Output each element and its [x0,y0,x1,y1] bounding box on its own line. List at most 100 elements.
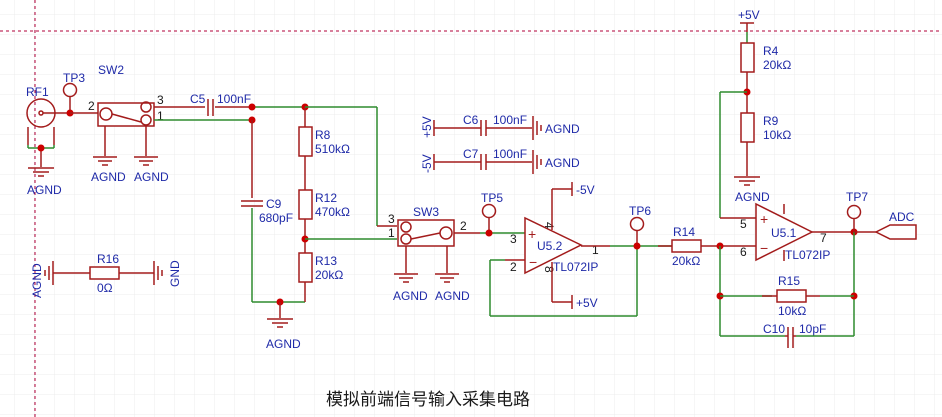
svg-text:10pF: 10pF [799,322,826,336]
svg-text:+5V: +5V [738,8,760,22]
svg-text:TP7: TP7 [846,190,868,204]
svg-text:20kΩ: 20kΩ [315,268,343,282]
agnd-symbol-rf1: AGND [27,167,62,197]
svg-text:-5V: -5V [576,183,595,197]
svg-text:AGND: AGND [91,170,126,184]
svg-text:20kΩ: 20kΩ [672,254,700,268]
r8-resistor[interactable]: R8 510kΩ [298,126,350,157]
svg-text:TP5: TP5 [481,191,503,205]
r4-resistor[interactable]: R4 20kΩ [740,42,791,73]
svg-text:R13: R13 [315,254,337,268]
svg-text:5: 5 [740,217,747,231]
svg-text:R12: R12 [315,191,337,205]
svg-text:+5V: +5V [576,296,598,310]
svg-text:AGND: AGND [27,183,62,197]
svg-text:100nF: 100nF [493,147,527,161]
c5-capacitor[interactable]: C5 100nF [190,92,251,116]
svg-text:AGND: AGND [545,122,580,136]
sw2-switch[interactable]: SW2 2 3 1 [88,63,164,156]
svg-text:U5.1: U5.1 [771,226,797,240]
sw3-switch[interactable]: SW3 3 1 2 [388,205,467,273]
svg-text:2: 2 [510,260,517,274]
svg-text:AGND: AGND [545,156,580,170]
svg-text:SW3: SW3 [413,205,439,219]
svg-text:3: 3 [388,212,395,226]
adc-net-port[interactable]: ADC [854,210,917,240]
svg-text:−: − [760,240,768,256]
rf1-label: RF1 [26,85,49,99]
c6-decoupling[interactable]: +5V C6 100nF AGND [420,113,580,140]
svg-text:ADC: ADC [889,210,915,224]
svg-text:+: + [528,226,536,242]
svg-text:TL072IP: TL072IP [785,248,830,262]
svg-text:C5: C5 [190,92,206,106]
svg-text:2: 2 [460,219,467,233]
r16-agnd-gnd-tie[interactable]: AGND GND R16 0Ω [30,252,182,298]
r14-resistor[interactable]: R14 20kΩ [658,225,715,268]
svg-text:−: − [529,254,537,270]
tp7-testpoint[interactable]: TP7 [846,190,868,232]
svg-text:C7: C7 [463,147,479,161]
svg-text:+: + [760,211,768,227]
agnd-symbol-sw2-a: AGND [91,156,126,184]
c9-capacitor[interactable]: C9 680pF [241,197,293,225]
svg-text:R15: R15 [778,274,800,288]
tp3-testpoint[interactable]: TP3 [62,71,85,117]
svg-text:C9: C9 [266,197,282,211]
svg-text:100nF: 100nF [217,92,251,106]
svg-text:0Ω: 0Ω [97,281,113,295]
u51-opamp[interactable]: + − U5.1 TL072IP 5 6 7 [740,202,830,262]
svg-text:R16: R16 [97,252,119,266]
agnd-symbol-sw3-a: AGND [393,273,428,303]
agnd-symbol-sw2-b: AGND [134,156,169,184]
r15-resistor[interactable]: R15 10kΩ [762,274,820,318]
svg-text:20kΩ: 20kΩ [763,58,791,72]
svg-text:R8: R8 [315,128,331,142]
svg-text:AGND: AGND [30,263,44,298]
c7-decoupling[interactable]: -5V C7 100nF AGND [420,147,580,174]
svg-text:TL072IP: TL072IP [553,260,598,274]
agnd-symbol-c9: AGND [266,318,301,351]
svg-text:3: 3 [510,232,517,246]
svg-text:AGND: AGND [393,289,428,303]
svg-text:1: 1 [157,109,164,123]
svg-text:R9: R9 [763,114,779,128]
svg-text:+5V: +5V [420,116,434,138]
svg-text:GND: GND [168,260,182,287]
schematic-title: 模拟前端信号输入采集电路 [326,390,530,410]
svg-text:6: 6 [740,245,747,259]
svg-text:680pF: 680pF [259,211,293,225]
svg-text:100nF: 100nF [493,113,527,127]
svg-text:AGND: AGND [735,190,770,204]
svg-text:R4: R4 [763,44,779,58]
svg-text:10kΩ: 10kΩ [763,128,791,142]
svg-text:1: 1 [388,226,395,240]
r13-resistor[interactable]: R13 20kΩ [298,252,343,283]
r9-resistor[interactable]: R9 10kΩ [740,112,791,143]
tp6-testpoint[interactable]: TP6 [629,204,651,250]
svg-text:3: 3 [157,93,164,107]
svg-text:AGND: AGND [134,170,169,184]
svg-text:TP3: TP3 [63,71,85,85]
svg-text:C6: C6 [463,113,479,127]
r12-resistor[interactable]: R12 470kΩ [298,189,350,220]
agnd-symbol-r9: AGND [734,176,770,204]
svg-text:510kΩ: 510kΩ [315,142,350,156]
svg-text:7: 7 [820,231,827,245]
svg-text:470kΩ: 470kΩ [315,205,350,219]
svg-text:-5V: -5V [420,154,434,173]
svg-text:AGND: AGND [435,289,470,303]
rf1-connector[interactable]: RF1 [26,85,70,167]
svg-text:SW2: SW2 [98,63,124,77]
c10-capacitor[interactable]: C10 10pF [763,322,826,348]
svg-text:4: 4 [542,222,556,229]
svg-text:R14: R14 [673,225,695,239]
u52-opamp[interactable]: + − U5.2 TL072IP 3 2 1 4 8 -5V +5V [510,182,599,310]
tp5-testpoint[interactable]: TP5 [481,191,503,237]
svg-text:1: 1 [592,243,599,257]
svg-text:8: 8 [542,266,556,273]
svg-text:C10: C10 [763,322,785,336]
svg-text:2: 2 [88,99,95,113]
